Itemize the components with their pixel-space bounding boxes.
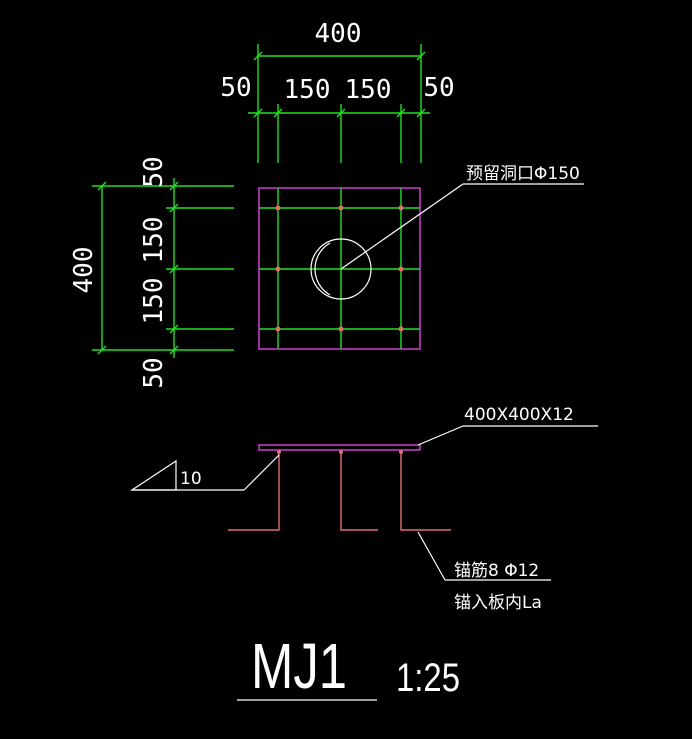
top-dimension-group: 400 50 150 150 50	[220, 19, 455, 163]
top-mid-b-dim-label: 150	[345, 75, 392, 105]
plate-section	[258, 444, 421, 451]
left-bottom-edge-dim-label: 50	[139, 357, 169, 388]
rebar-note-line1: 锚筋8 Φ12	[454, 561, 539, 581]
title-block: MJ1 1:25	[237, 630, 460, 702]
top-mid-a-dim-label: 150	[284, 75, 331, 105]
weld-symbol	[129, 459, 177, 491]
hole-note: 预留洞口Φ150	[466, 164, 580, 184]
top-total-dim-label: 400	[315, 19, 362, 49]
top-right-edge-dim-label: 50	[423, 73, 454, 103]
rebar-note-line2: 锚入板内La	[454, 593, 542, 613]
left-mid-b-dim-label: 150	[139, 278, 169, 325]
left-dimension-group: 400 50 150 150 50	[69, 156, 234, 389]
top-left-edge-dim-label: 50	[220, 73, 251, 103]
plate-note: 400X400X12	[464, 405, 574, 425]
anchor-bar-mid	[340, 450, 378, 531]
hole-leader-line	[340, 183, 464, 270]
anchor-bar-right	[400, 450, 451, 531]
section-view: 400X400X12 10 锚筋8 Φ12 锚入板内La	[129, 405, 598, 613]
plan-view: 预留洞口Φ150	[258, 164, 584, 350]
drawing-title: MJ1	[251, 630, 347, 702]
left-top-edge-dim-label: 50	[139, 156, 169, 187]
left-total-dim-label: 400	[69, 247, 99, 294]
reserved-hole	[310, 238, 372, 300]
anchor-bar-left	[228, 450, 280, 531]
weld-size-label: 10	[180, 469, 202, 489]
drawing-scale: 1:25	[396, 656, 460, 700]
left-mid-a-dim-label: 150	[139, 217, 169, 264]
